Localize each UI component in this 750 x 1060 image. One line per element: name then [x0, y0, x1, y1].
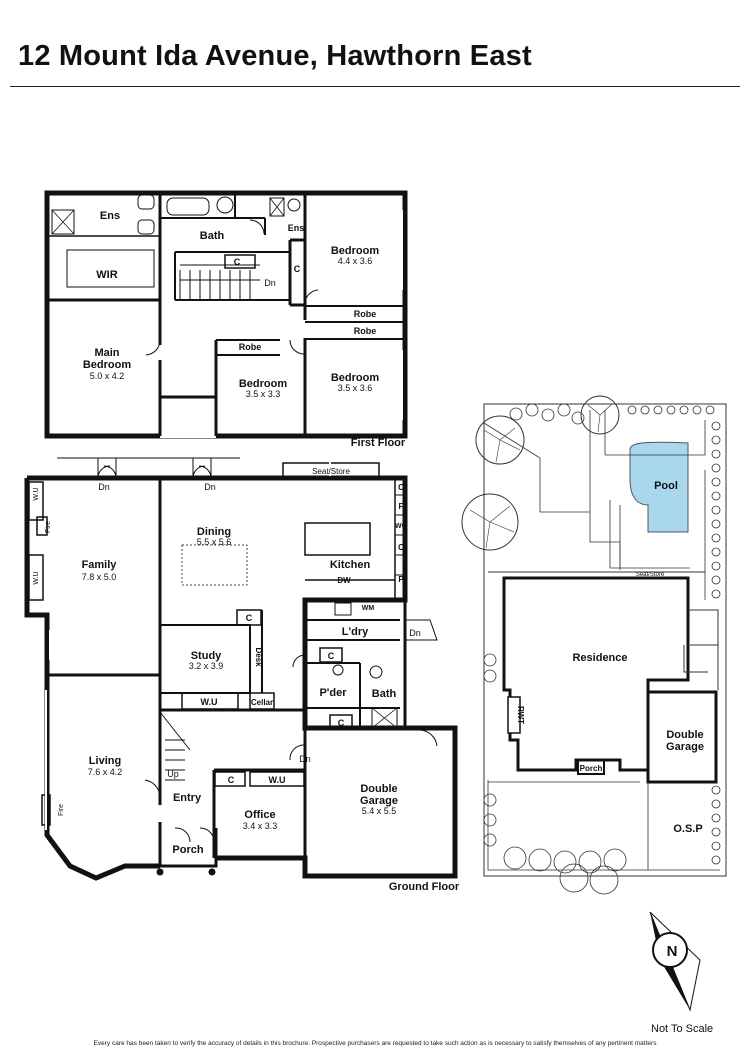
gf-wu3-label: W.U [201, 697, 218, 707]
site-plan [461, 395, 727, 895]
first-floor-labels: Ens Bath Ens Bedroom 4.4 x 3.6 WIR C C D… [83, 210, 406, 449]
first-floor-plan [44, 190, 408, 439]
gf-garage-name: Double [360, 783, 397, 795]
ff-wir-label: WIR [96, 269, 117, 281]
ff-main-bed-dim: 5.0 x 4.2 [90, 371, 125, 381]
gf-c-ldry-label: C [328, 651, 335, 661]
residence-outline [502, 576, 690, 772]
gf-bath-label: Bath [372, 688, 397, 700]
gf-seat-store-label: Seat/Store [312, 467, 350, 476]
north-compass: N [640, 911, 710, 1012]
gf-c-k-label: C [398, 483, 404, 492]
gf-pder-label: P'der [319, 687, 347, 699]
gf-c-study-label: C [246, 613, 253, 623]
gf-fire2-label: Fire [58, 804, 65, 816]
compass-circle [652, 932, 688, 968]
gf-study-name: Study [191, 650, 222, 662]
gf-dn3-label: Dn [409, 628, 421, 638]
ff-dn-label: Dn [264, 278, 276, 288]
gf-desk-label: Desk [254, 647, 263, 667]
scale-note: Not To Scale [651, 1023, 714, 1035]
gf-entry-label: Entry [173, 792, 202, 804]
site-seat-store-label: Seat/Store [636, 572, 665, 578]
gf-family-name: Family [82, 559, 118, 571]
gf-study-dim: 3.2 x 3.9 [189, 661, 224, 671]
ff-c1-label: C [234, 257, 241, 267]
gf-office-name: Office [244, 809, 275, 821]
gf-dn4-label: Dn [299, 754, 311, 764]
ff-bedroom3-name: Bedroom [331, 372, 380, 384]
gf-dining-dim: 5.5 x 5.6 [197, 537, 232, 547]
gf-c-bath-label: C [338, 718, 345, 728]
gf-porch-label: Porch [172, 844, 203, 856]
compass-north-label: N [667, 943, 678, 960]
gf-f-k-label: F [399, 502, 404, 511]
ground-floor-labels: W.U Fire W.U Dn Dn Seat/Store C F WO C P… [33, 467, 460, 893]
ff-ens-label: Ens [100, 210, 120, 222]
ff-c2-label: C [294, 264, 301, 274]
gf-ldry-label: L'dry [342, 626, 369, 638]
ff-robe3-label: Robe [239, 342, 262, 352]
gf-p-k-label: P [398, 575, 404, 584]
gf-dn1-label: Dn [98, 482, 110, 492]
gf-up-label: Up [167, 769, 179, 779]
gf-wu1-label: W.U [33, 487, 40, 500]
gf-dining-name: Dining [197, 526, 231, 538]
ground-floor-plan [24, 457, 458, 881]
gf-wu2-label: W.U [33, 571, 40, 584]
gf-living-name: Living [89, 755, 121, 767]
ff-bath-label: Bath [200, 230, 225, 242]
site-garage2-label: Garage [666, 741, 704, 753]
ff-bedroom2-dim: 3.5 x 3.3 [246, 389, 281, 399]
title-divider [10, 86, 740, 87]
pool-shape [629, 441, 689, 533]
gf-garage-name2: Garage [360, 795, 398, 807]
ff-outer-wall [44, 190, 408, 439]
ff-bedroom3-dim: 3.5 x 3.6 [338, 383, 373, 393]
gf-floor-label: Ground Floor [389, 881, 460, 893]
ff-robe1-label: Robe [354, 309, 377, 319]
ff-robe2-label: Robe [354, 326, 377, 336]
gf-c-office-label: C [228, 775, 235, 785]
gf-garage-dim: 5.4 x 5.5 [362, 806, 397, 816]
ff-floor-label: First Floor [351, 437, 406, 449]
ff-ens2-label: Ens [288, 223, 305, 233]
site-rwt-label: RWT [516, 706, 525, 724]
ff-bedroom1-name: Bedroom [331, 245, 380, 257]
gf-family-dim: 7.8 x 5.0 [82, 572, 117, 582]
disclaimer: Every care has been taken to verify the … [93, 1040, 657, 1047]
ff-main-bed-name2: Bedroom [83, 359, 132, 371]
site-osp-label: O.S.P [673, 823, 702, 835]
gf-kitchen-label: Kitchen [330, 559, 371, 571]
site-pool-label: Pool [654, 480, 678, 492]
gf-office-dim: 3.4 x 3.3 [243, 821, 278, 831]
site-garage1-label: Double [666, 729, 703, 741]
gf-dn2-label: Dn [204, 482, 216, 492]
ff-bedroom1-dim: 4.4 x 3.6 [338, 256, 373, 266]
ff-bedroom2-name: Bedroom [239, 378, 288, 390]
site-boundary [483, 403, 727, 877]
gf-cellar-label: Cellar [251, 698, 273, 707]
site-residence-label: Residence [572, 652, 627, 664]
gf-wm-label: WM [362, 605, 375, 612]
gf-living-dim: 7.6 x 4.2 [88, 767, 123, 777]
gf-dw-label: DW [337, 576, 351, 585]
gf-wo-k-label: WO [395, 523, 408, 530]
ff-main-bed-name: Main [94, 347, 119, 359]
site-plan-labels: Pool Seat/Store Residence RWT Porch Doub… [516, 480, 704, 835]
gf-wu4-label: W.U [269, 775, 286, 785]
page-title: 12 Mount Ida Avenue, Hawthorn East [18, 40, 532, 72]
site-porch-label: Porch [580, 764, 603, 773]
gf-c-k2-label: C [398, 543, 404, 552]
gf-fire1-label: Fire [45, 521, 52, 533]
